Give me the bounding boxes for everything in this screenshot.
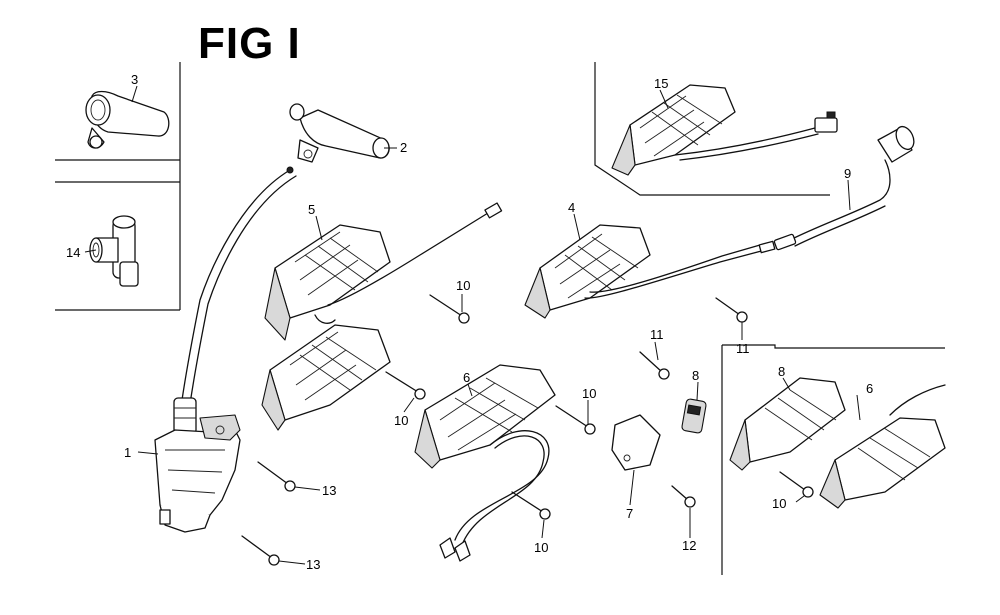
part-2-spark-plug-cap[interactable] bbox=[289, 103, 390, 163]
bolt-10b[interactable] bbox=[385, 371, 426, 400]
part-6-charge-coil[interactable] bbox=[414, 364, 556, 562]
label-part-8-clip[interactable]: 8 bbox=[692, 368, 699, 383]
bolt-11a[interactable] bbox=[639, 351, 670, 380]
label-part-12[interactable]: 12 bbox=[682, 538, 696, 553]
label-part-3[interactable]: 3 bbox=[131, 72, 138, 87]
label-part-6-center[interactable]: 6 bbox=[463, 370, 470, 385]
part-8-clip[interactable] bbox=[681, 398, 707, 434]
part-1-ignition-coil[interactable] bbox=[154, 166, 297, 533]
bolts bbox=[241, 294, 814, 566]
part-7-bracket[interactable] bbox=[611, 414, 661, 471]
label-part-10c[interactable]: 10 bbox=[582, 386, 596, 401]
label-part-2[interactable]: 2 bbox=[400, 140, 407, 155]
label-part-10b[interactable]: 10 bbox=[394, 413, 408, 428]
bolt-10d[interactable] bbox=[511, 491, 551, 520]
bolt-10a[interactable] bbox=[429, 294, 470, 324]
part-8-coil-inset[interactable] bbox=[729, 377, 846, 471]
inset-frames bbox=[55, 62, 945, 575]
part-number-labels: 3 2 1 5 4 6 6 8 8 7 9 15 14 11 11 12 10 … bbox=[66, 72, 873, 572]
label-part-10d[interactable]: 10 bbox=[534, 540, 548, 555]
part-4-coil[interactable] bbox=[524, 224, 776, 319]
part-9-wire-harness[interactable] bbox=[773, 124, 917, 251]
leader-lines bbox=[84, 85, 861, 565]
bolt-10e[interactable] bbox=[779, 471, 814, 498]
label-part-15[interactable]: 15 bbox=[654, 76, 668, 91]
label-part-11a[interactable]: 11 bbox=[650, 327, 664, 342]
label-part-9[interactable]: 9 bbox=[844, 166, 851, 181]
figure-title: FIG I bbox=[198, 19, 301, 68]
bolt-13b[interactable] bbox=[241, 535, 280, 566]
bolt-11b[interactable] bbox=[715, 297, 748, 323]
bolt-13a[interactable] bbox=[257, 461, 296, 492]
label-part-10e[interactable]: 10 bbox=[772, 496, 786, 511]
part-15-coil[interactable] bbox=[611, 84, 838, 176]
twin-coil-lower bbox=[261, 324, 391, 431]
bolt-10c[interactable] bbox=[555, 405, 596, 435]
label-part-14[interactable]: 14 bbox=[66, 245, 80, 260]
part-5-exciter-coil[interactable] bbox=[264, 202, 503, 341]
label-part-5[interactable]: 5 bbox=[308, 202, 315, 217]
label-part-13a[interactable]: 13 bbox=[322, 483, 336, 498]
label-part-10a[interactable]: 10 bbox=[456, 278, 470, 293]
bolt-12[interactable] bbox=[671, 485, 696, 508]
label-part-7[interactable]: 7 bbox=[626, 506, 633, 521]
label-part-11b[interactable]: 11 bbox=[736, 341, 750, 356]
part-6-coil-inset[interactable] bbox=[819, 384, 946, 509]
label-part-13b[interactable]: 13 bbox=[306, 557, 320, 572]
label-part-4[interactable]: 4 bbox=[568, 200, 575, 215]
label-part-8-inset[interactable]: 8 bbox=[778, 364, 785, 379]
part-14-elbow-cap[interactable] bbox=[89, 215, 139, 287]
label-part-6-inset[interactable]: 6 bbox=[866, 381, 873, 396]
label-part-1[interactable]: 1 bbox=[124, 445, 131, 460]
part-3-plug-cap[interactable] bbox=[85, 90, 170, 149]
